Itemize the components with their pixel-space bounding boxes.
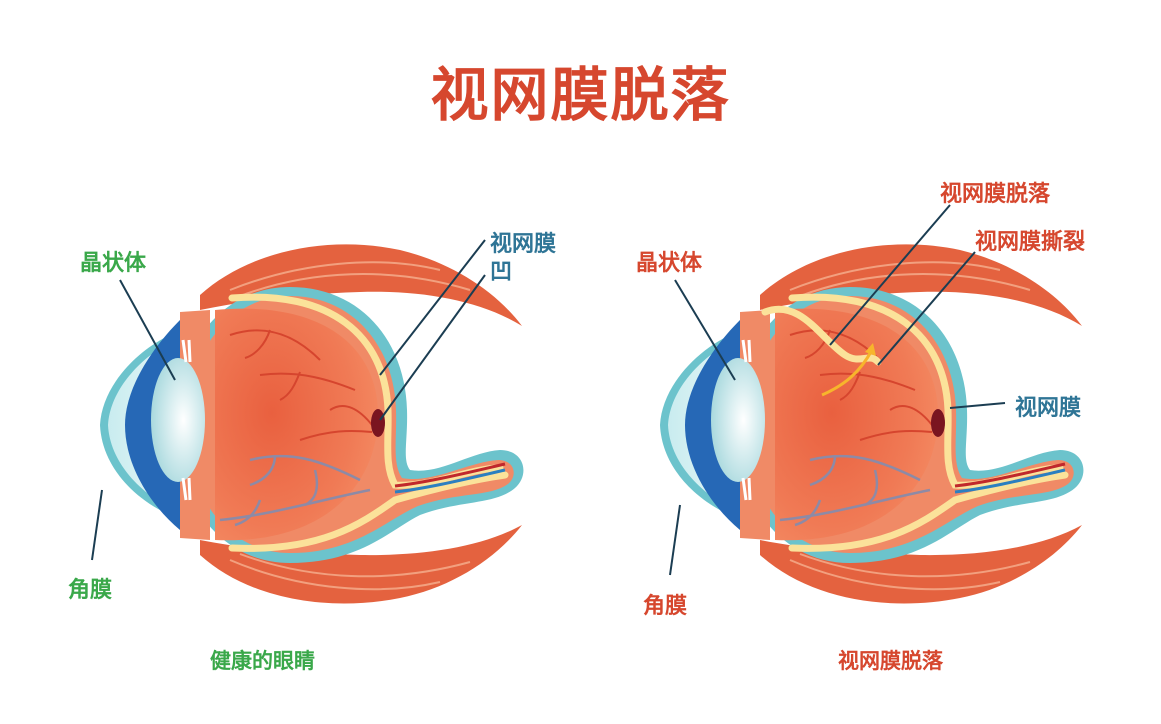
tear-arrow-icon xyxy=(821,349,874,397)
leader-detachment-right xyxy=(829,204,951,346)
cornea-label-right: 角膜 xyxy=(643,594,688,619)
caption-healthy-eye: 健康的眼睛 xyxy=(210,649,315,673)
leader-retina-right xyxy=(949,402,1006,409)
lens-label-left: 晶状体 xyxy=(80,251,147,276)
detachment-label: 视网膜脱落 xyxy=(940,182,1051,207)
detached-eye-illustration xyxy=(660,244,1083,603)
leader-retina-left xyxy=(379,239,486,376)
leader-fovea-left xyxy=(379,274,486,421)
cornea-label-left: 角膜 xyxy=(68,578,113,603)
lens-label-right: 晶状体 xyxy=(636,251,703,276)
retina-label-left: 视网膜 xyxy=(490,232,557,257)
caption-detached-eye: 视网膜脱落 xyxy=(838,649,943,673)
page-title: 视网膜脱落 xyxy=(430,61,731,129)
leader-lens-right xyxy=(674,279,736,381)
fovea-label-left: 凹 xyxy=(490,260,513,285)
leader-lens-left xyxy=(119,279,176,381)
retina-label-right: 视网膜 xyxy=(1015,396,1082,421)
leader-cornea-right xyxy=(669,504,681,576)
leader-cornea-left xyxy=(91,489,103,561)
tear-label: 视网膜撕裂 xyxy=(975,230,1086,255)
healthy-eye-illustration xyxy=(100,244,523,603)
leader-tear-right xyxy=(877,251,976,366)
